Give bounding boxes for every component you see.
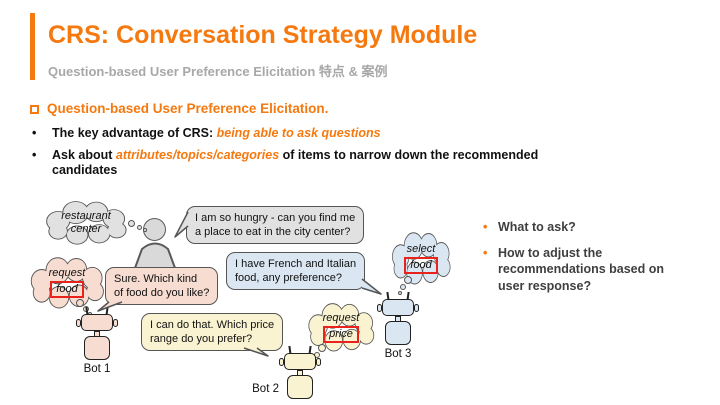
- user-speech-bubble: I am so hungry - can you find me a place…: [174, 206, 365, 244]
- thought-trail-dot: [137, 225, 142, 230]
- bot3-thought-cloud: select food: [389, 231, 453, 285]
- speech-line: range do you prefer?: [150, 333, 253, 345]
- bullet-item: • Ask about attributes/topics/categories…: [32, 148, 597, 178]
- bot2-robot-icon: Bot 2: [252, 345, 321, 401]
- speech-line: I have French and Italian: [235, 258, 357, 270]
- bot1-thought-text: request food: [27, 256, 107, 309]
- bot2-thought-cloud: request price: [305, 302, 377, 352]
- thought-trail-dot: [404, 276, 412, 284]
- user-thought-cloud: restaurant center: [42, 200, 130, 245]
- thought-line: select: [406, 242, 436, 255]
- thought-trail-dot: [143, 228, 147, 232]
- ear: [377, 304, 382, 312]
- ear: [414, 304, 419, 312]
- thought-line: request: [322, 311, 360, 324]
- speech-line: of food do you like?: [114, 287, 210, 299]
- bullet-prefix: The key advantage of CRS:: [52, 126, 217, 140]
- thought-line: request: [48, 267, 86, 279]
- bot2-label: Bot 2: [252, 383, 279, 395]
- ear: [279, 358, 284, 366]
- thought-line: center: [70, 222, 102, 235]
- ear: [316, 358, 321, 366]
- robot-head: [284, 353, 316, 370]
- speech-line: I can do that. Which price: [150, 319, 275, 331]
- ear: [113, 319, 118, 327]
- side-note-text: How to adjust the recommendations based …: [498, 245, 665, 293]
- thought-boxed-term: food: [404, 256, 438, 274]
- side-note-item: • How to adjust the recommendations base…: [483, 245, 683, 295]
- bullet-dot-icon: •: [32, 126, 37, 140]
- bullet-highlight: attributes/topics/categories: [115, 148, 280, 162]
- section-heading: Question-based User Preference Elicitati…: [30, 101, 328, 116]
- speech-line: Sure. Which kind: [114, 273, 198, 285]
- bot1-speech-bubble: Sure. Which kind of food do you like?: [97, 267, 219, 312]
- square-bullet-icon: [30, 104, 39, 114]
- bullet-prefix: Ask about: [52, 148, 116, 162]
- person-body: [134, 242, 176, 269]
- thought-trail-dot: [128, 220, 135, 227]
- side-note-item: • What to ask?: [483, 219, 683, 236]
- bot1-label: Bot 1: [83, 363, 111, 375]
- thought-trail-dot: [400, 284, 406, 290]
- ear: [76, 319, 81, 327]
- bullet-item: • The key advantage of CRS: being able t…: [32, 126, 597, 141]
- thought-trail-dot: [318, 344, 326, 352]
- bullet-suffix: of items to narrow down the recommended …: [52, 148, 539, 177]
- robot-body: [385, 320, 411, 345]
- page-title: CRS: Conversation Strategy Module: [48, 21, 478, 49]
- thought-boxed-term: food: [50, 281, 84, 298]
- bullet-dot-icon: •: [32, 148, 37, 162]
- thought-trail-dot: [398, 291, 402, 295]
- thought-trail-dot: [76, 299, 84, 307]
- bot3-label: Bot 3: [384, 348, 412, 360]
- bot3-robot-icon: Bot 3: [377, 291, 419, 360]
- bubble-tail: [361, 278, 382, 295]
- page-subtitle: Question-based User Preference Elicitati…: [48, 64, 388, 79]
- bubble-tail: [174, 211, 189, 238]
- bullet-dot-icon: •: [483, 220, 488, 234]
- section-heading-label: Question-based User Preference Elicitati…: [47, 101, 329, 116]
- user-thought-text: restaurant center: [42, 200, 130, 245]
- robot-head: [382, 299, 414, 316]
- robot-body: [84, 335, 110, 360]
- robot-body: [287, 374, 313, 399]
- speech-line: I am so hungry - can you find me: [195, 212, 356, 224]
- bullet-text: Ask about attributes/topics/categories o…: [52, 148, 597, 178]
- bot3-speech-bubble: I have French and Italian food, any pref…: [226, 252, 382, 295]
- side-note-text: What to ask?: [498, 220, 576, 234]
- bot2-speech-bubble: I can do that. Which price range do you …: [141, 313, 284, 357]
- thought-boxed-term: price: [323, 325, 359, 343]
- speech-line: food, any preference?: [235, 272, 343, 284]
- thought-line: restaurant: [61, 209, 111, 222]
- speech-line: a place to eat in the city center?: [195, 226, 351, 238]
- bullet-dot-icon: •: [483, 245, 488, 260]
- accent-bar: [30, 13, 35, 80]
- bot2-thought-text: request price: [305, 302, 377, 352]
- bullet-text: The key advantage of CRS: being able to …: [52, 126, 597, 141]
- bubble-tail: [243, 347, 269, 357]
- robot-head: [81, 314, 113, 331]
- bot3-thought-text: select food: [389, 231, 453, 285]
- bullet-highlight: being able to ask questions: [216, 126, 381, 140]
- user-person-icon: [133, 218, 177, 270]
- side-notes: • What to ask? • How to adjust the recom…: [483, 219, 683, 303]
- bot1-thought-cloud: request food: [27, 256, 107, 309]
- bot1-robot-icon: Bot 1: [76, 306, 118, 375]
- bubble-tail: [97, 301, 123, 312]
